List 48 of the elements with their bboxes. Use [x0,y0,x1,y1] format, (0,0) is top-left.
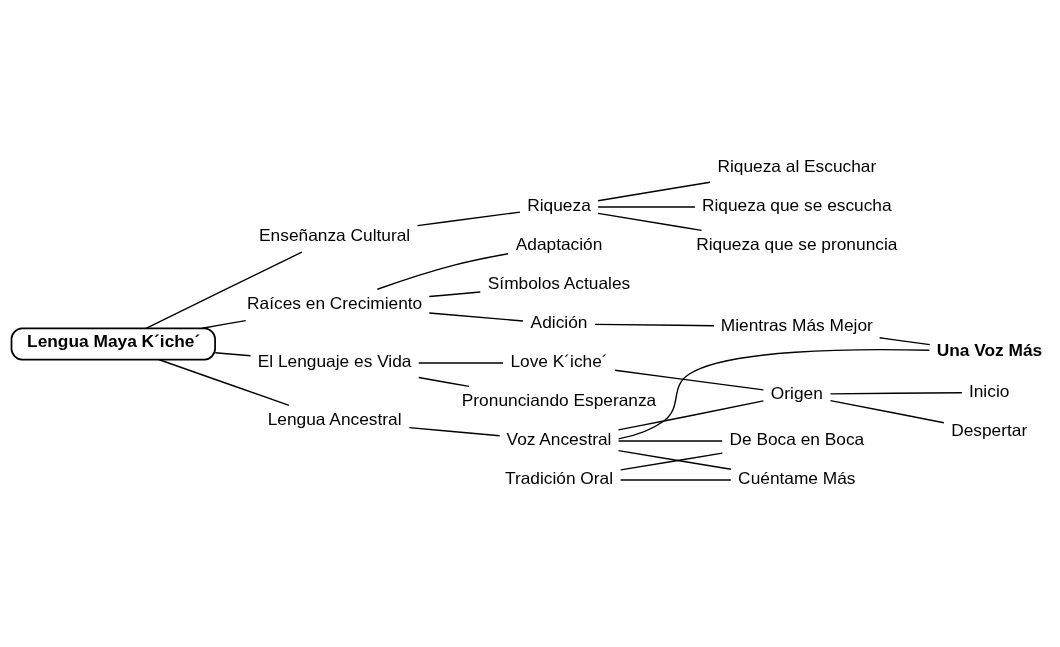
node-text: Voz Ancestral [506,428,612,449]
node-text: Adición [530,311,588,332]
connector [614,369,765,391]
node-text: Origen [770,382,823,402]
node-text: Símbolos Actuales [487,272,631,293]
connector [416,210,521,226]
node-text: Inicio [968,380,1010,401]
node-text: Cuéntame Más [738,467,856,488]
node-text: Despertar [951,419,1028,440]
connector [597,212,703,231]
node-box: Lengua Maya K´iche´ [10,326,216,360]
connector [214,351,252,356]
connector [617,449,732,470]
node-text: Riqueza al Escuchar [717,155,877,176]
node-text: Tradición Oral [504,467,614,488]
connector [157,358,290,406]
connector [408,426,501,436]
connector [201,319,247,329]
node-text: Enseñanza Cultural [259,224,411,245]
node-text: Lengua Ancestral [267,408,402,429]
node-text: Love K´iche´ [510,350,608,371]
node-text: El Lenguaje es Vida [257,350,412,371]
node-text: Mientras Más Mejor [720,314,873,335]
connector [620,478,732,481]
node-text: Riqueza [527,194,591,215]
connector [597,181,711,201]
node-text: Riqueza que se pronuncia [696,233,898,254]
connector [594,323,715,326]
connector [428,290,481,297]
connector [829,399,945,423]
node-text: Adaptación [515,233,603,254]
connector [418,361,504,364]
node-text: De Boca en Boca [729,428,865,449]
connector [829,391,963,395]
node-text: Raíces en Crecimiento [247,292,423,313]
node-text: Una Voz Más [936,339,1043,360]
connector [597,205,696,208]
connector [617,399,765,431]
connector [617,348,931,440]
connector [878,336,931,345]
connector [617,439,723,442]
connector [428,311,524,322]
connector [418,376,470,387]
node-text: Pronunciando Esperanza [461,389,657,410]
node-text: Riqueza que se escucha [702,194,892,215]
connector [145,250,303,329]
connector [376,252,509,290]
connector [620,451,724,471]
